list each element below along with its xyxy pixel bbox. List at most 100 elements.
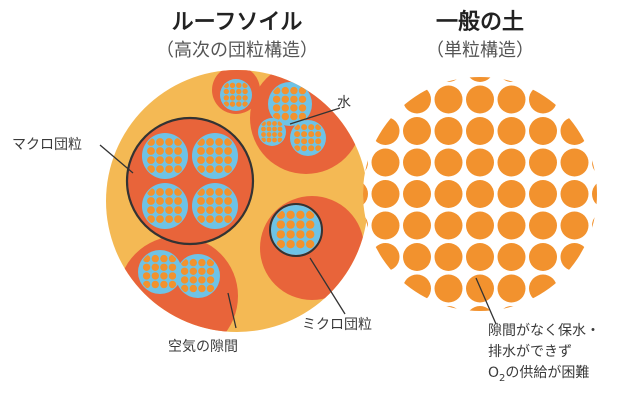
particle bbox=[242, 95, 248, 101]
leader-line-macro bbox=[99, 144, 134, 174]
particle bbox=[215, 156, 224, 165]
particle bbox=[236, 95, 242, 101]
particle bbox=[197, 147, 205, 155]
soil-particle bbox=[403, 180, 431, 208]
micro-aggregate bbox=[142, 133, 188, 179]
normal-soil-title: 一般の土 bbox=[435, 10, 524, 35]
particle bbox=[168, 263, 177, 271]
particle bbox=[142, 280, 151, 289]
soil-particle bbox=[371, 243, 400, 271]
particle bbox=[165, 165, 174, 174]
water-film bbox=[192, 183, 238, 229]
particle bbox=[224, 138, 233, 146]
particle bbox=[276, 240, 285, 249]
soil-particle bbox=[529, 211, 557, 240]
particle bbox=[156, 138, 164, 146]
particle bbox=[198, 267, 206, 275]
macro-aggregate-body bbox=[125, 116, 255, 246]
particle bbox=[165, 197, 174, 205]
particle bbox=[197, 215, 205, 224]
particle-grid bbox=[272, 86, 307, 121]
particle bbox=[315, 145, 322, 152]
particle bbox=[189, 276, 197, 284]
soil-particle bbox=[497, 243, 526, 271]
leader-line-air bbox=[227, 292, 237, 329]
particle bbox=[229, 95, 236, 101]
particle bbox=[301, 145, 308, 152]
particle bbox=[215, 165, 224, 174]
water-film bbox=[258, 118, 286, 146]
particle bbox=[174, 147, 183, 155]
particle bbox=[224, 206, 233, 215]
leader-lines bbox=[99, 107, 497, 329]
particle bbox=[206, 165, 214, 174]
particle bbox=[165, 147, 174, 155]
particle bbox=[315, 131, 322, 138]
particle-grid bbox=[197, 188, 233, 224]
particle bbox=[189, 284, 197, 293]
particle bbox=[272, 95, 281, 104]
particle bbox=[242, 88, 248, 95]
particle bbox=[197, 206, 205, 215]
particle bbox=[306, 220, 315, 229]
particle bbox=[229, 101, 236, 107]
particle bbox=[156, 156, 164, 165]
particle bbox=[215, 188, 224, 196]
particle bbox=[206, 138, 214, 146]
particle bbox=[198, 258, 206, 267]
soil-particle bbox=[434, 306, 463, 311]
particle bbox=[224, 156, 233, 165]
particle bbox=[266, 132, 272, 137]
soil-particle bbox=[434, 180, 463, 208]
particle bbox=[206, 276, 215, 284]
water-film bbox=[138, 250, 182, 294]
particle bbox=[180, 284, 189, 293]
particle bbox=[308, 131, 315, 138]
soil-particle bbox=[497, 274, 526, 303]
particle bbox=[223, 95, 229, 101]
soil-particle bbox=[529, 85, 557, 114]
particle bbox=[147, 156, 155, 165]
soil-particle bbox=[560, 243, 589, 271]
particle-grid bbox=[294, 124, 322, 152]
particle bbox=[165, 188, 174, 196]
particle bbox=[281, 95, 289, 104]
particle bbox=[298, 86, 307, 95]
particle bbox=[296, 230, 305, 239]
water-label: 水 bbox=[337, 95, 351, 111]
soil-particle bbox=[497, 148, 526, 177]
particle bbox=[296, 210, 305, 219]
micro-aggregate bbox=[138, 250, 182, 294]
particle bbox=[301, 124, 308, 131]
water-film bbox=[142, 183, 188, 229]
roof-soil-circle bbox=[106, 70, 368, 332]
particle bbox=[223, 88, 229, 95]
soil-particle bbox=[371, 148, 400, 177]
micro-aggregate bbox=[192, 133, 238, 179]
particle bbox=[277, 126, 283, 132]
soil-particle bbox=[434, 274, 463, 303]
particle bbox=[224, 215, 233, 224]
soil-particle bbox=[560, 148, 589, 177]
particle bbox=[298, 95, 307, 104]
soil-particle bbox=[560, 117, 589, 145]
particle bbox=[266, 126, 272, 132]
soil-particle bbox=[592, 180, 597, 208]
water-film bbox=[176, 254, 220, 298]
micro-aggregate bbox=[220, 79, 252, 111]
particle bbox=[215, 138, 224, 146]
particle bbox=[281, 86, 289, 95]
particle bbox=[229, 88, 236, 95]
water-film bbox=[192, 133, 238, 179]
note-line-3-suffix: の供給が困難 bbox=[505, 365, 590, 381]
particle bbox=[206, 258, 215, 267]
particle bbox=[308, 138, 315, 145]
particle bbox=[174, 215, 183, 224]
soil-particle bbox=[497, 85, 526, 114]
particle bbox=[174, 188, 183, 196]
particle bbox=[296, 220, 305, 229]
particle bbox=[286, 230, 295, 239]
particle bbox=[301, 138, 308, 145]
particle bbox=[215, 206, 224, 215]
soil-particle bbox=[592, 148, 597, 177]
